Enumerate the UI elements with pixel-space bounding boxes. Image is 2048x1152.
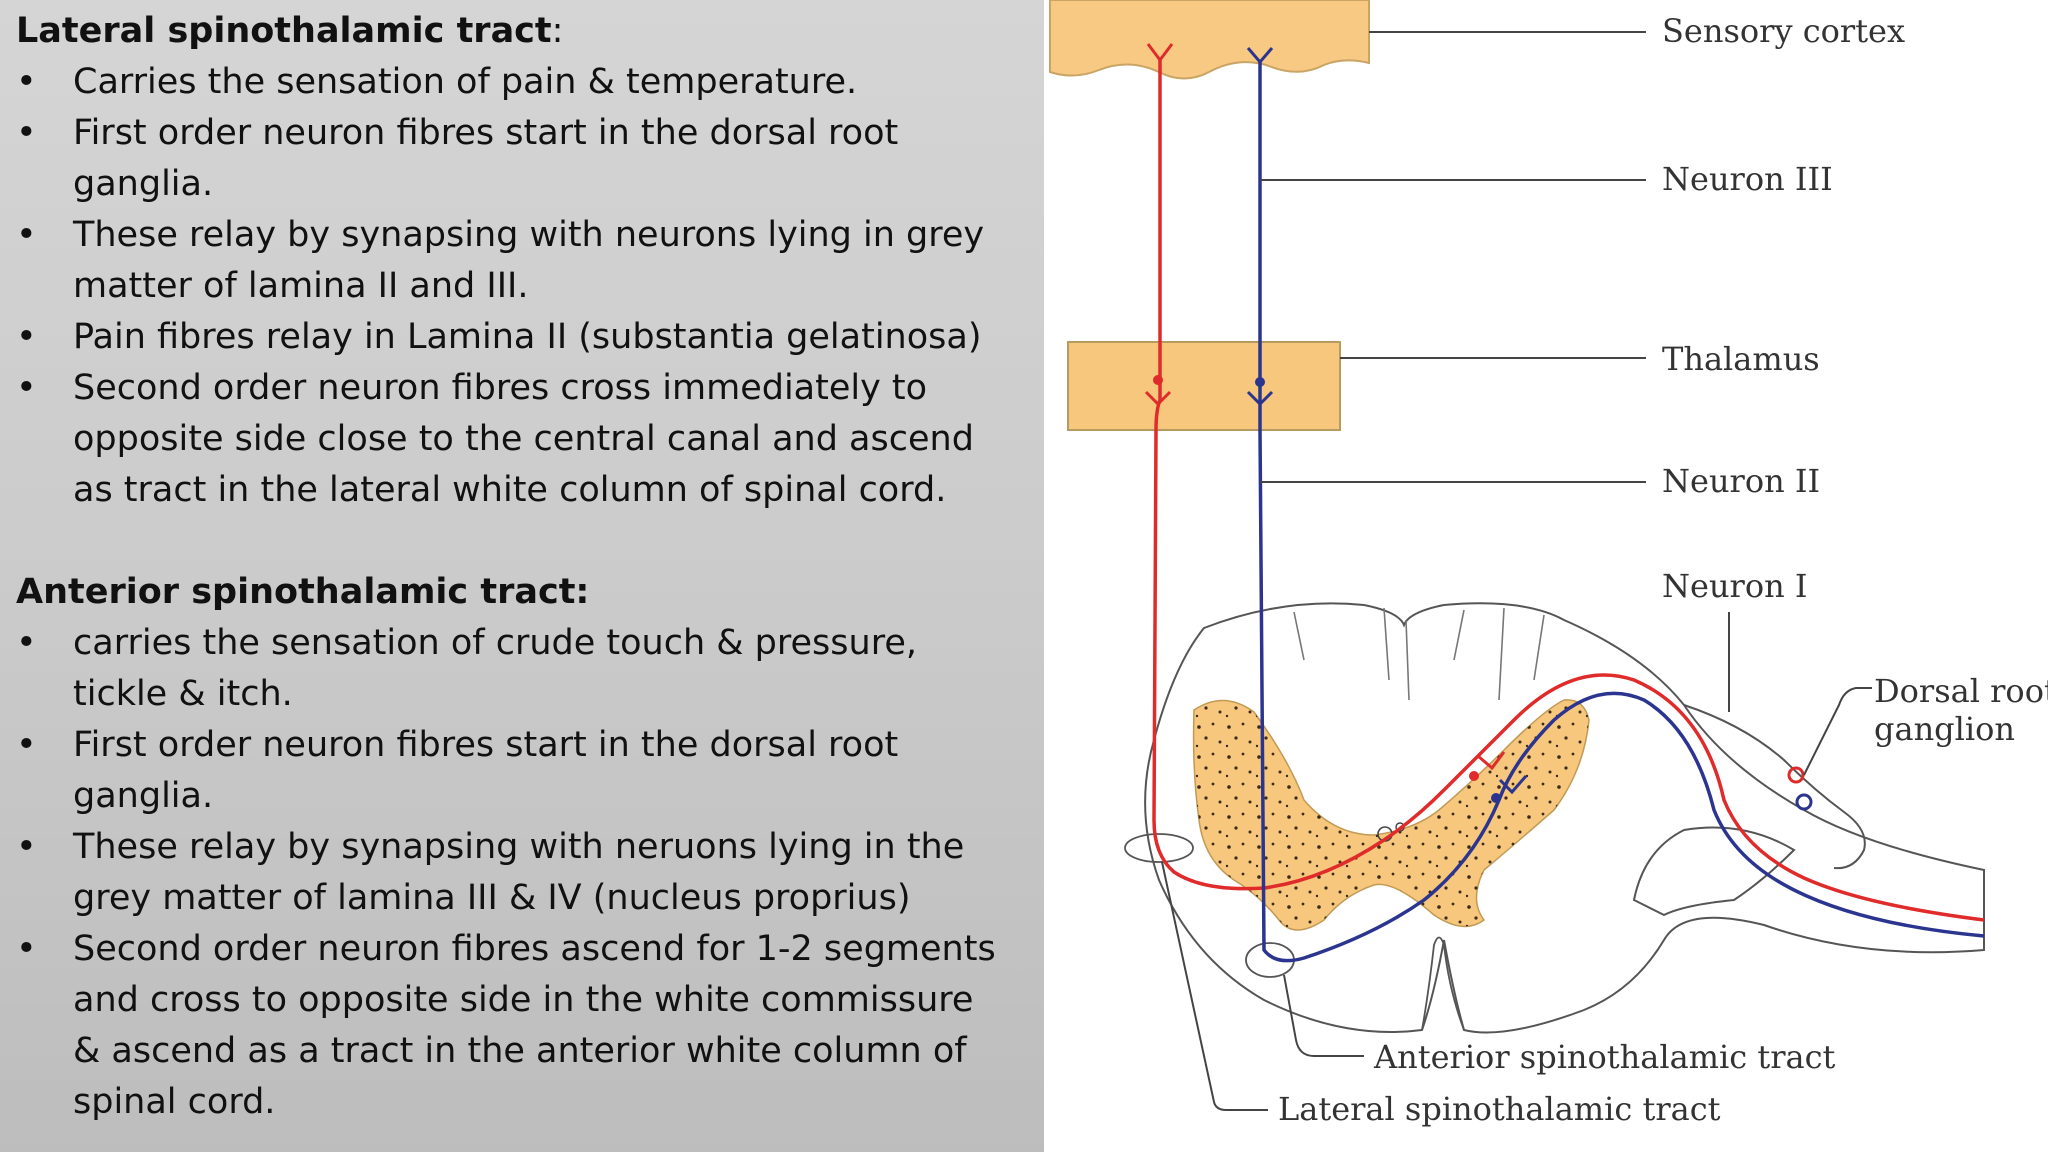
anterior-bullet: First order neuron fibres start in the d… — [16, 720, 996, 822]
label-neuron-3: Neuron III — [1662, 160, 1833, 198]
label-neuron-1: Neuron I — [1662, 567, 1808, 605]
red-synapse-cortex — [1146, 43, 1174, 63]
leader-dorsal-root-ganglion — [1803, 687, 1872, 776]
lateral-bullet: Second order neuron fibres cross immedia… — [16, 363, 996, 516]
spinal-cord-outline — [1144, 602, 1985, 1034]
anterior-pathway-fibre — [1258, 60, 1985, 963]
anterior-bullet: These relay by synapsing with neruons ly… — [16, 822, 996, 924]
lateral-bullet: Pain fibres relay in Lamina II (substant… — [16, 312, 996, 363]
leader-lateral-tract — [1161, 861, 1268, 1111]
red-synapse-thalamus — [1144, 390, 1172, 407]
lateral-bullet: First order neuron fibres start in the d… — [16, 108, 996, 210]
red-ganglion-cell — [1787, 766, 1805, 784]
lateral-tract-heading: Lateral spinothalamic tract: — [16, 6, 1044, 57]
lateral-bullet: These relay by synapsing with neurons ly… — [16, 210, 996, 312]
dorsal-septum-lines — [1293, 607, 1545, 701]
lateral-heading-text: Lateral spinothalamic tract — [16, 11, 552, 51]
label-thalamus: Thalamus — [1662, 340, 1820, 378]
label-anterior-tract: Anterior spinothalamic tract — [1373, 1038, 1835, 1076]
leader-anterior-tract — [1283, 974, 1364, 1057]
lateral-bullet-list: Carries the sensation of pain & temperat… — [16, 57, 1044, 516]
blue-synapse-thalamus-dot — [1255, 377, 1265, 387]
spinothalamic-pathway-diagram: Sensory cortex Neuron III Thalamus Neuro… — [1049, 0, 2048, 1128]
label-neuron-2: Neuron II — [1662, 462, 1820, 500]
lateral-heading-colon: : — [551, 11, 564, 51]
anterior-tract-heading: Anterior spinothalamic tract: — [16, 572, 590, 612]
text-panel: Lateral spinothalamic tract: Carries the… — [0, 0, 1044, 1152]
anterior-median-fissure — [1421, 936, 1465, 1031]
lateral-tract-ellipse — [1124, 833, 1194, 863]
label-dorsal-root: Dorsal root — [1874, 672, 2048, 710]
label-ganglion: ganglion — [1874, 710, 2015, 748]
blue-synapse-cord-dot — [1491, 793, 1501, 803]
blue-synapse-thalamus — [1246, 390, 1274, 407]
red-synapse-cord — [1477, 751, 1506, 771]
anterior-bullet: carries the sensation of crude touch & p… — [16, 618, 996, 720]
grey-matter-dots — [1193, 699, 1589, 930]
blue-ganglion-cell — [1795, 793, 1813, 811]
section-gap — [16, 516, 1044, 567]
blue-synapse-cortex — [1246, 47, 1274, 65]
anterior-bullet: Second order neuron fibres ascend for 1-… — [16, 924, 996, 1128]
sensory-cortex-block — [1049, 0, 1370, 80]
red-synapse-cord-dot — [1469, 771, 1479, 781]
blue-synapse-cord — [1498, 775, 1528, 795]
dorsal-root-ganglion — [1683, 704, 1866, 870]
anterior-bullet-list: carries the sensation of crude touch & p… — [16, 618, 1044, 1128]
red-synapse-thalamus-dot — [1153, 375, 1163, 385]
label-sensory-cortex: Sensory cortex — [1662, 12, 1905, 50]
label-lateral-tract: Lateral spinothalamic tract — [1278, 1090, 1721, 1128]
thalamus-block — [1067, 341, 1341, 431]
lateral-bullet: Carries the sensation of pain & temperat… — [16, 57, 996, 108]
dorsal-root-inner-outline — [1632, 826, 1796, 917]
lateral-pathway-fibre — [1152, 60, 1985, 922]
diagram-panel: Sensory cortex Neuron III Thalamus Neuro… — [1044, 0, 2048, 1152]
